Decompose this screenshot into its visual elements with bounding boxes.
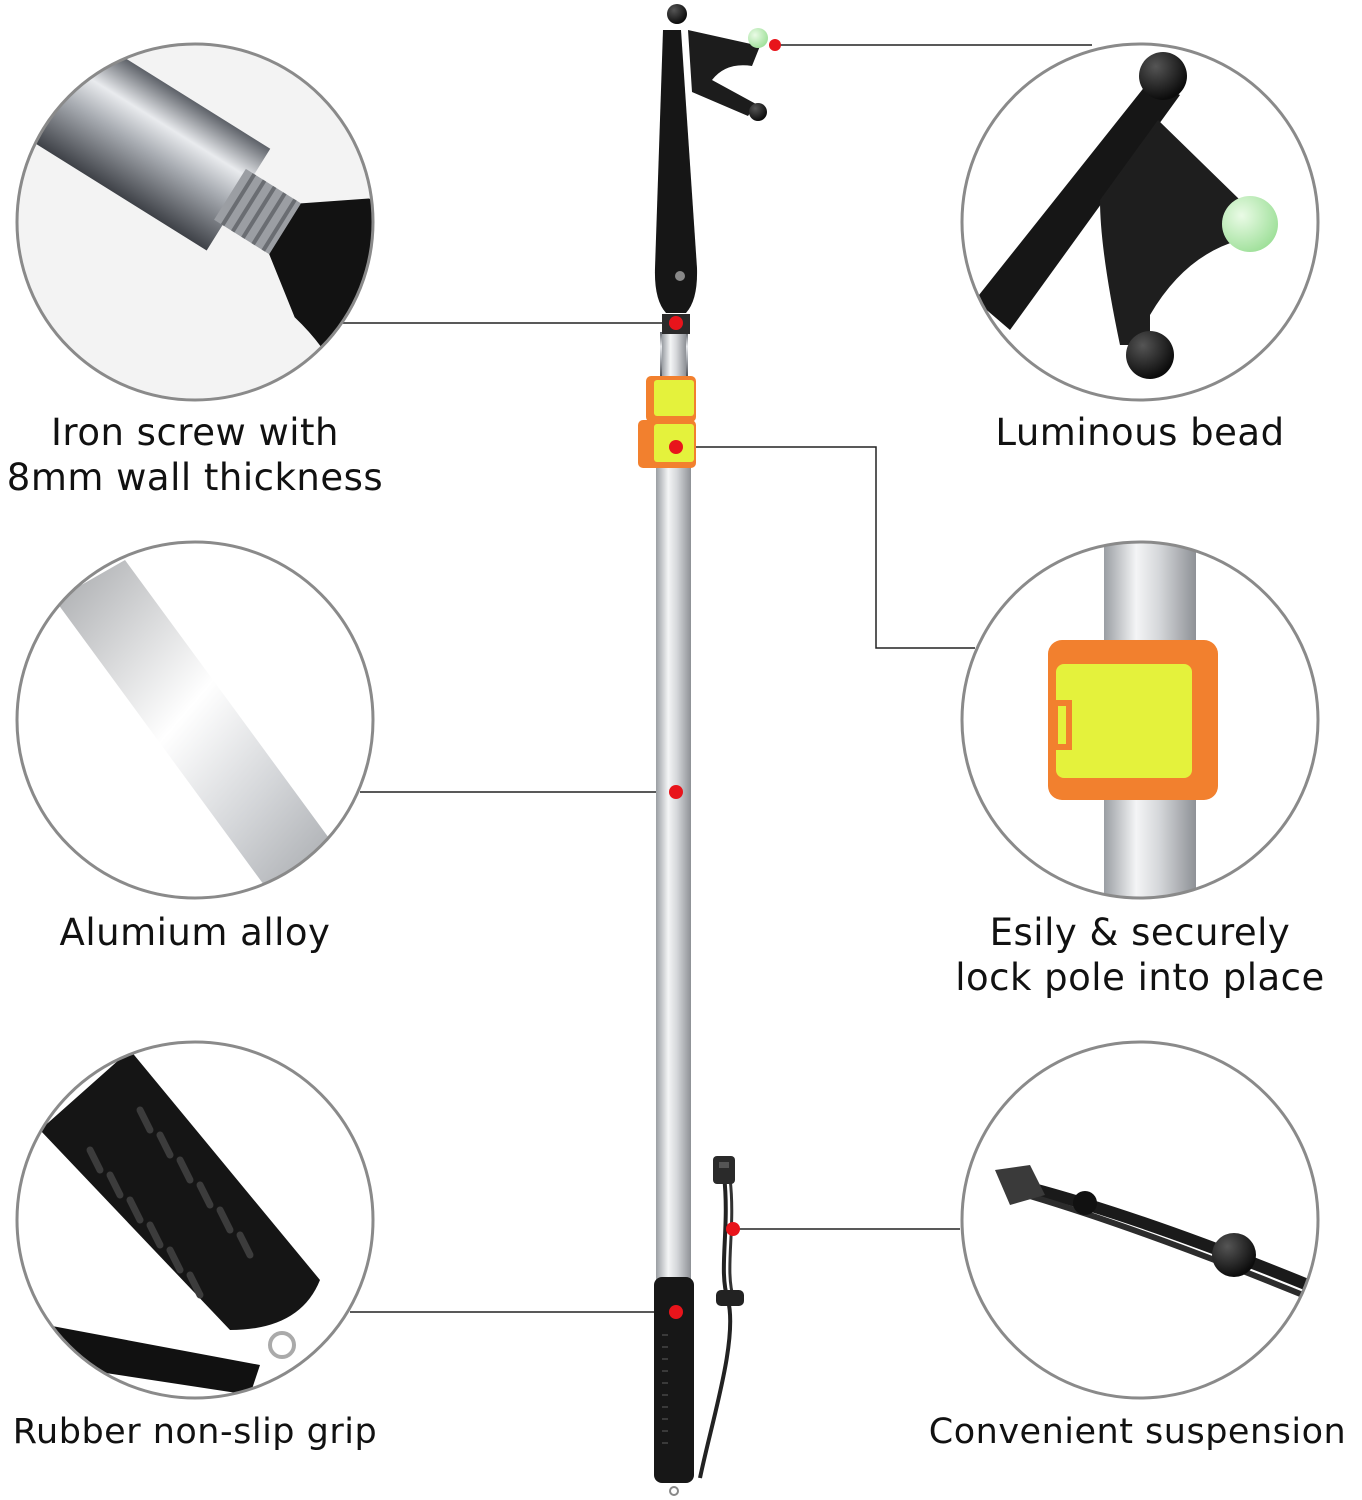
caption-line: Esily & securely bbox=[989, 911, 1291, 954]
marker-dot bbox=[669, 440, 683, 454]
caption-aluminium: Alumium alloy bbox=[0, 910, 390, 955]
lock-clamps bbox=[638, 376, 696, 468]
feature-circle-luminous-bead bbox=[960, 42, 1320, 402]
hook-bead-icon bbox=[962, 44, 1318, 400]
caption-line: Luminous bead bbox=[995, 411, 1285, 454]
caption-line: 8mm wall thickness bbox=[6, 456, 384, 499]
caption-luminous-bead: Luminous bead bbox=[950, 410, 1330, 455]
caption-line: Rubber non-slip grip bbox=[12, 1412, 378, 1452]
caption-line: Alumium alloy bbox=[59, 911, 331, 954]
marker-dots bbox=[669, 39, 781, 1319]
grip bbox=[654, 1277, 694, 1496]
caption-line: lock pole into place bbox=[955, 956, 1325, 999]
marker-dot bbox=[669, 785, 683, 799]
rubber-grip-icon bbox=[17, 1042, 373, 1398]
lanyard-icon bbox=[698, 1156, 744, 1479]
caption-line: Iron screw with bbox=[51, 411, 339, 454]
marker-dot bbox=[769, 39, 781, 51]
pole-tube-icon bbox=[17, 542, 373, 898]
connector-lines bbox=[340, 44, 1092, 1313]
caption-grip: Rubber non-slip grip bbox=[0, 1410, 390, 1455]
marker-dot bbox=[669, 1305, 683, 1319]
boat-hook-product bbox=[638, 4, 768, 1496]
feature-circle-grip bbox=[15, 1040, 375, 1400]
lanyard-detail-icon bbox=[962, 1042, 1318, 1398]
caption-line: Convenient suspension bbox=[928, 1412, 1347, 1452]
caption-suspension: Convenient suspension bbox=[915, 1410, 1360, 1455]
lock-clamp-icon bbox=[962, 542, 1318, 898]
marker-dot bbox=[726, 1222, 740, 1236]
feature-circle-suspension bbox=[960, 1040, 1320, 1400]
caption-iron-screw: Iron screw with 8mm wall thickness bbox=[0, 410, 390, 500]
feature-circle-aluminium bbox=[15, 540, 375, 900]
hook-head bbox=[654, 4, 768, 334]
feature-circle-lock bbox=[960, 540, 1320, 900]
feature-circle-iron-screw bbox=[15, 42, 375, 402]
marker-dot bbox=[669, 316, 683, 330]
caption-lock: Esily & securely lock pole into place bbox=[930, 910, 1350, 1000]
screw-icon bbox=[17, 44, 373, 400]
